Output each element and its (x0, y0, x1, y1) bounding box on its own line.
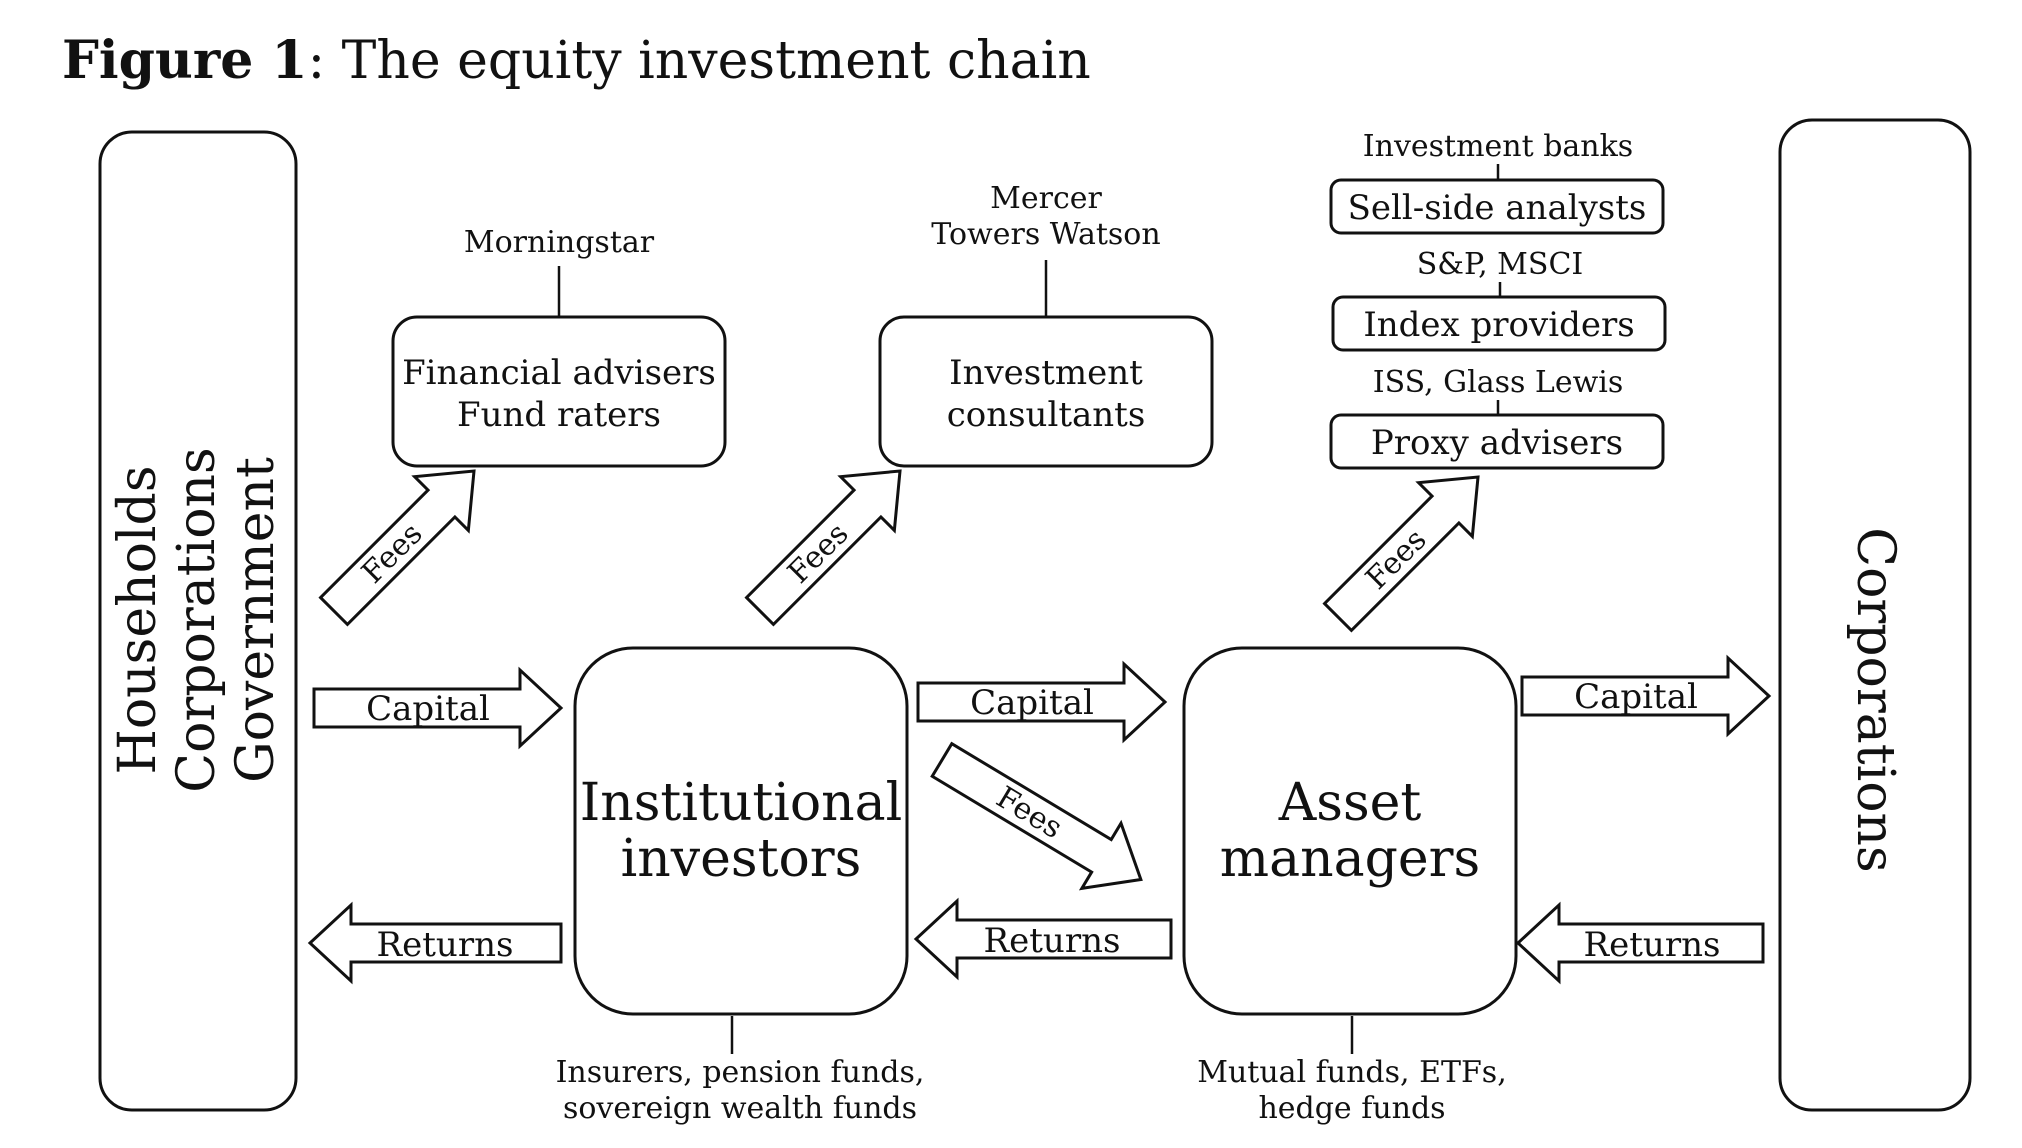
returns-arrow-2-label: Returns (984, 921, 1121, 961)
financial-advisers: Morningstar Financial advisers Fund rate… (391, 225, 727, 468)
sell-side-analysts-box (1329, 178, 1665, 235)
investment-consultants-box (878, 315, 1214, 468)
fees-arrow-1: Fees (318, 469, 476, 627)
figure-separator: : (307, 31, 326, 91)
investment-consultants-example2: Towers Watson (931, 217, 1160, 252)
investment-consultants-line1: Investment (949, 353, 1143, 393)
figure-title: Figure 1: The equity investment chain (62, 30, 1091, 91)
sell-side-analysts-example: Investment banks (1363, 129, 1633, 164)
left-sector-government: Government (226, 457, 286, 783)
returns-arrow-2: Returns (913, 897, 1173, 981)
left-sector-corporations: Corporations (167, 447, 227, 792)
right-sector-box (1778, 118, 1972, 1112)
institutional-investors: Institutional investors Insurers, pensio… (556, 646, 925, 1126)
institutional-examples-line1: Insurers, pension funds, (556, 1055, 925, 1090)
index-providers-example: S&P, MSCI (1417, 247, 1584, 282)
figure-title-text: The equity investment chain (325, 31, 1091, 91)
asset-managers-examples-line2: hedge funds (1258, 1091, 1445, 1126)
capital-arrow-2: Capital (916, 660, 1168, 744)
proxy-advisers-example: ISS, Glass Lewis (1373, 365, 1624, 400)
institutional-examples-line2: sovereign wealth funds (563, 1091, 917, 1126)
fees-arrow-3: Fees (1322, 475, 1480, 633)
right-sector-corporations: Corporations (1845, 527, 1905, 872)
asset-managers: Asset managers Mutual funds, ETFs, hedge… (1182, 646, 1518, 1126)
left-sector: Households Corporations Government (98, 130, 298, 1112)
investment-consultants: Mercer Towers Watson Investment consulta… (878, 181, 1214, 468)
capital-arrow-3-shape (1520, 654, 1772, 738)
proxy-advisers-label: Proxy advisers (1371, 423, 1623, 463)
capital-arrow-3: Capital (1520, 654, 1772, 738)
institutional-investors-title-line2: investors (621, 829, 862, 889)
institutional-investors-title-line1: Institutional (580, 773, 903, 833)
returns-arrow-3-label: Returns (1584, 925, 1721, 965)
service-providers: Investment banks Sell-side analysts S&P,… (1329, 129, 1667, 470)
asset-managers-box (1182, 646, 1518, 1016)
returns-arrow-1-shape (307, 901, 563, 985)
fees-arrow-3-shape (1322, 475, 1480, 633)
institutional-investors-box (573, 646, 909, 1016)
financial-advisers-box (391, 315, 727, 468)
capital-arrow-1: Capital (312, 666, 564, 750)
investment-consultants-line2: consultants (947, 395, 1146, 435)
investment-consultants-example1: Mercer (990, 181, 1102, 216)
returns-arrow-3-shape (1515, 901, 1765, 985)
capital-arrow-1-shape (312, 666, 564, 750)
left-sector-households: Households (108, 465, 168, 774)
right-sector: Corporations (1778, 118, 1972, 1112)
sell-side-analysts-label: Sell-side analysts (1348, 188, 1647, 228)
returns-arrow-3: Returns (1515, 901, 1765, 985)
proxy-advisers-box (1329, 413, 1665, 470)
financial-advisers-line1: Financial advisers (402, 353, 716, 393)
index-providers-label: Index providers (1363, 305, 1634, 345)
capital-arrow-3-label: Capital (1574, 677, 1698, 717)
capital-arrow-1-label: Capital (366, 689, 490, 729)
index-providers-box (1331, 295, 1667, 352)
returns-arrow-2-shape (913, 897, 1173, 981)
figure-label: Figure 1 (62, 30, 308, 91)
fees-arrow-2: Fees (744, 469, 902, 627)
capital-arrow-2-label: Capital (970, 683, 1094, 723)
fees-arrow-4-shape (930, 741, 1143, 891)
left-sector-box (98, 130, 298, 1112)
returns-arrow-1-label: Returns (377, 925, 514, 965)
asset-managers-title-line1: Asset (1278, 773, 1422, 833)
fees-arrow-2-shape (744, 469, 902, 627)
fees-arrow-4: Fees (930, 741, 1143, 891)
returns-arrow-1: Returns (307, 901, 563, 985)
asset-managers-examples-line1: Mutual funds, ETFs, (1197, 1055, 1507, 1090)
financial-advisers-line2: Fund raters (457, 395, 661, 435)
fees-arrow-1-shape (318, 469, 476, 627)
asset-managers-title-line2: managers (1220, 829, 1480, 889)
financial-advisers-example: Morningstar (464, 225, 655, 260)
capital-arrow-2-shape (916, 660, 1168, 744)
